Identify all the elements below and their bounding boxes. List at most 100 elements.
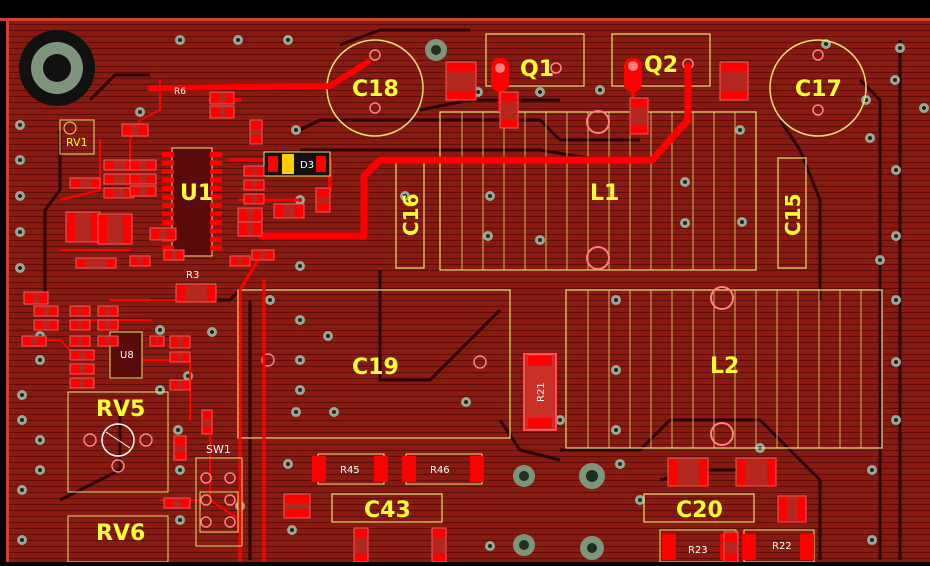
ic-pin bbox=[210, 152, 222, 157]
label-q2: Q2 bbox=[644, 53, 678, 78]
via-hole bbox=[290, 528, 294, 532]
switch-sw1[interactable]: SW1 bbox=[195, 443, 243, 547]
smd-body bbox=[243, 193, 265, 205]
capacitor-c19[interactable]: C19 bbox=[237, 289, 511, 439]
ic-pin bbox=[210, 237, 222, 242]
resistor-r45[interactable]: R45 bbox=[312, 453, 388, 485]
smd-pad bbox=[39, 293, 47, 303]
inductor-l2[interactable]: L2 bbox=[565, 286, 883, 449]
via-hole bbox=[38, 468, 42, 472]
smd-pad bbox=[242, 257, 249, 265]
smd-pad bbox=[23, 337, 31, 345]
smd-body bbox=[69, 377, 95, 389]
smd-body bbox=[69, 319, 91, 331]
label-q1: Q1 bbox=[520, 57, 554, 82]
label-c17: C17 bbox=[795, 77, 842, 102]
smd-pad bbox=[501, 93, 517, 101]
board-edge-top bbox=[0, 18, 930, 21]
smd-body bbox=[69, 335, 91, 347]
capacitor-c43[interactable]: C43 bbox=[331, 493, 443, 523]
capacitor-c18[interactable]: C18 bbox=[326, 39, 424, 137]
smd-pad bbox=[171, 337, 178, 347]
smd-pad bbox=[105, 175, 113, 183]
smd-pad bbox=[207, 285, 215, 301]
smd-pad bbox=[182, 337, 189, 347]
smd-pad bbox=[285, 495, 309, 503]
transistor-q2[interactable]: Q2 bbox=[611, 33, 711, 92]
smd-pad bbox=[721, 91, 747, 99]
via-hole bbox=[740, 220, 744, 224]
smd-body bbox=[69, 177, 101, 189]
smd-pad bbox=[245, 167, 252, 175]
smd-pad bbox=[37, 337, 45, 345]
smd-pad bbox=[67, 213, 75, 241]
via-hole bbox=[18, 123, 22, 127]
smd-pad bbox=[669, 459, 677, 485]
smd-pad bbox=[151, 229, 159, 239]
via-hole bbox=[268, 298, 272, 302]
label-c18: C18 bbox=[352, 77, 399, 102]
smd-body bbox=[69, 363, 95, 375]
via-hole bbox=[486, 234, 490, 238]
via-hole bbox=[618, 462, 622, 466]
via-hole bbox=[38, 438, 42, 442]
via-hole bbox=[298, 358, 302, 362]
smd-body bbox=[169, 379, 191, 391]
ic-u1[interactable]: U1 bbox=[162, 147, 222, 257]
smd-pad bbox=[99, 307, 106, 315]
via-hole bbox=[210, 330, 214, 334]
label-r45: R45 bbox=[340, 465, 360, 476]
smd-pad bbox=[699, 459, 707, 485]
ic-pin bbox=[162, 169, 174, 174]
smd-body bbox=[129, 173, 157, 185]
capacitor-c15[interactable]: C15 bbox=[777, 157, 807, 269]
smd-body bbox=[97, 335, 119, 347]
smd-pad bbox=[71, 321, 78, 329]
smd-pad bbox=[253, 251, 261, 259]
via-hole bbox=[20, 393, 24, 397]
resistor-r46[interactable]: R46 bbox=[402, 453, 484, 485]
smd-pad bbox=[797, 497, 805, 521]
transistor-q1[interactable]: Q1 bbox=[485, 33, 585, 92]
label-r6: R6 bbox=[174, 87, 186, 97]
capacitor-c17[interactable]: C17 bbox=[769, 39, 867, 137]
label-c15: C15 bbox=[781, 193, 805, 236]
smd-pad bbox=[253, 209, 261, 221]
smd-pad bbox=[433, 529, 445, 537]
smd-pad bbox=[91, 179, 99, 187]
diode-d3[interactable]: D3 bbox=[263, 151, 331, 177]
smd-pad bbox=[91, 213, 99, 241]
ic-pin bbox=[162, 194, 174, 200]
smd-pad bbox=[265, 251, 273, 259]
smd-pad bbox=[176, 251, 183, 259]
capacitor-c20[interactable]: C20 bbox=[643, 493, 755, 523]
via-hole bbox=[326, 334, 330, 338]
via-hole bbox=[638, 498, 642, 502]
smd-pad bbox=[725, 533, 737, 541]
smd-pad bbox=[501, 119, 517, 127]
via-hole bbox=[294, 410, 298, 414]
smd-pad bbox=[49, 321, 57, 329]
smd-pad bbox=[203, 411, 211, 419]
smd-pad bbox=[182, 381, 189, 389]
smd-pad bbox=[147, 161, 155, 169]
smd-pad bbox=[725, 553, 737, 561]
via-hole bbox=[18, 194, 22, 198]
resistor-r21[interactable]: R21 bbox=[523, 353, 557, 431]
smd-pad bbox=[71, 351, 79, 359]
smd-body bbox=[251, 249, 275, 261]
smd-pad bbox=[231, 257, 238, 265]
large-vias bbox=[425, 39, 605, 560]
resistor-r22[interactable]: R22 bbox=[742, 529, 815, 563]
smd-pad bbox=[245, 195, 252, 203]
smd-pad bbox=[77, 259, 85, 267]
smd-pad bbox=[99, 215, 107, 243]
smd-pad bbox=[285, 509, 309, 517]
smd-pad bbox=[177, 285, 185, 301]
trimmer-rv1[interactable]: RV1 bbox=[59, 119, 95, 155]
smd-pad bbox=[355, 529, 367, 537]
trimmer-rv5[interactable]: RV5 bbox=[67, 391, 169, 493]
smd-pad bbox=[105, 161, 113, 169]
